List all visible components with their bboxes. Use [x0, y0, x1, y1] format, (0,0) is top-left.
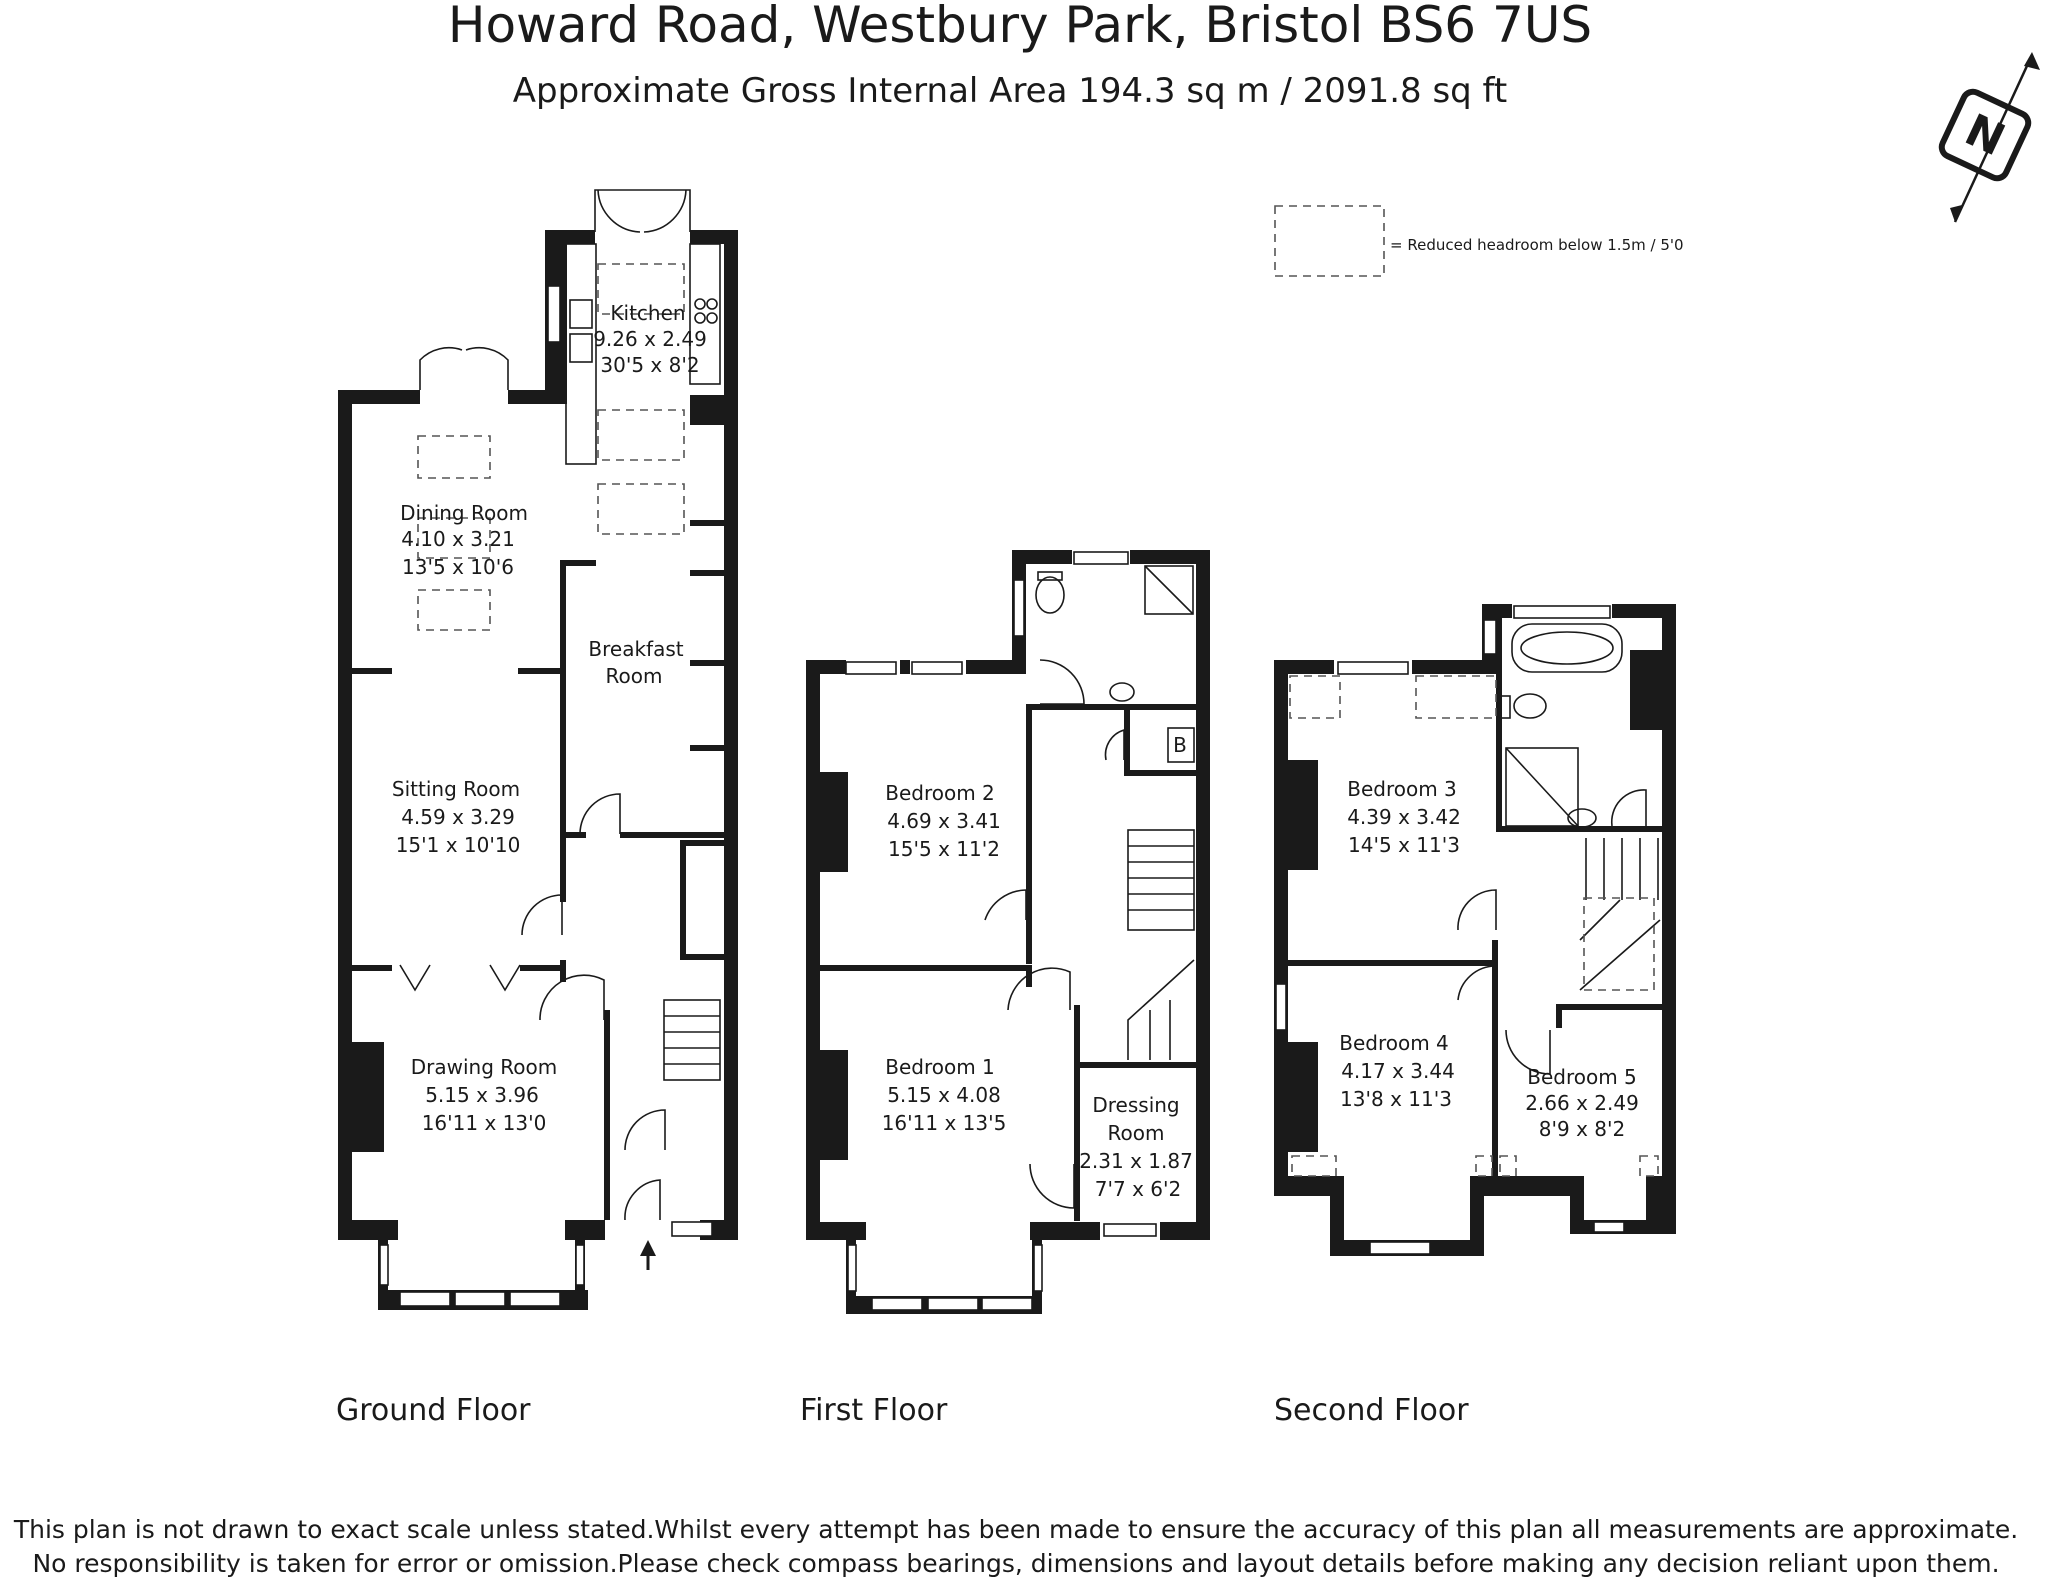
bedroom-4-name: Bedroom 4	[1339, 1031, 1449, 1055]
bedroom-2-name: Bedroom 2	[885, 781, 995, 805]
north-compass-icon: N	[1938, 52, 2040, 223]
bedroom-1-imperial: 16'11 x 13'5	[882, 1111, 1007, 1135]
bedroom-2-imperial: 15'5 x 11'2	[888, 837, 1000, 861]
reduced-headroom-swatch	[1274, 205, 1385, 277]
sitting-room-name: Sitting Room	[392, 777, 520, 801]
drawing-room-metric: 5.15 x 3.96	[425, 1083, 539, 1107]
boiler-label: B	[1173, 733, 1187, 757]
dressing-room-name-line1: Dressing	[1092, 1093, 1179, 1117]
kitchen-name: Kitchen	[610, 301, 685, 325]
second-floor-plan	[1274, 604, 1676, 1256]
drawing-room-imperial: 16'11 x 13'0	[422, 1111, 547, 1135]
bedroom-1-name: Bedroom 1	[885, 1055, 995, 1079]
bedroom-3-metric: 4.39 x 3.42	[1347, 805, 1461, 829]
dressing-room-metric: 2.31 x 1.87	[1079, 1149, 1193, 1173]
breakfast-room-name-line2: Room	[606, 664, 663, 688]
dressing-room-imperial: 7'7 x 6'2	[1095, 1177, 1181, 1201]
first-floor-label: First Floor	[800, 1393, 948, 1428]
bedroom-4-metric: 4.17 x 3.44	[1341, 1059, 1455, 1083]
bedroom-5-metric: 2.66 x 2.49	[1525, 1091, 1639, 1115]
disclaimer-line-2: No responsibility is taken for error or …	[32, 1549, 1999, 1578]
legend-text: = Reduced headroom below 1.5m / 5'0	[1390, 236, 1684, 254]
sitting-room-metric: 4.59 x 3.29	[401, 805, 515, 829]
sitting-room-imperial: 15'1 x 10'10	[396, 833, 521, 857]
ground-floor-plan	[338, 189, 738, 1310]
bedroom-2-metric: 4.69 x 3.41	[887, 809, 1001, 833]
bedroom-5-name: Bedroom 5	[1527, 1065, 1637, 1089]
dining-room-imperial: 13'5 x 10'6	[402, 555, 514, 579]
bedroom-4-imperial: 13'8 x 11'3	[1340, 1087, 1452, 1111]
dining-room-name: Dining Room	[400, 501, 528, 525]
plan-title: Howard Road, Westbury Park, Bristol BS6 …	[448, 0, 1592, 54]
bedroom-3-imperial: 14'5 x 11'3	[1348, 833, 1460, 857]
drawing-room-name: Drawing Room	[411, 1055, 557, 1079]
kitchen-metric: 9.26 x 2.49	[593, 327, 707, 351]
second-floor-label: Second Floor	[1274, 1393, 1469, 1428]
kitchen-imperial: 30'5 x 8'2	[600, 353, 699, 377]
ground-floor-label: Ground Floor	[336, 1393, 531, 1428]
dressing-room-name-line2: Room	[1108, 1121, 1165, 1145]
bedroom-3-name: Bedroom 3	[1347, 777, 1457, 801]
breakfast-room-name-line1: Breakfast	[588, 637, 683, 661]
dining-room-metric: 4.10 x 3.21	[401, 527, 515, 551]
bedroom-5-imperial: 8'9 x 8'2	[1539, 1117, 1625, 1141]
first-floor-plan	[806, 550, 1210, 1314]
disclaimer-line-1: This plan is not drawn to exact scale un…	[13, 1515, 2018, 1544]
bedroom-1-metric: 5.15 x 4.08	[887, 1083, 1001, 1107]
plan-subtitle: Approximate Gross Internal Area 194.3 sq…	[513, 71, 1508, 111]
